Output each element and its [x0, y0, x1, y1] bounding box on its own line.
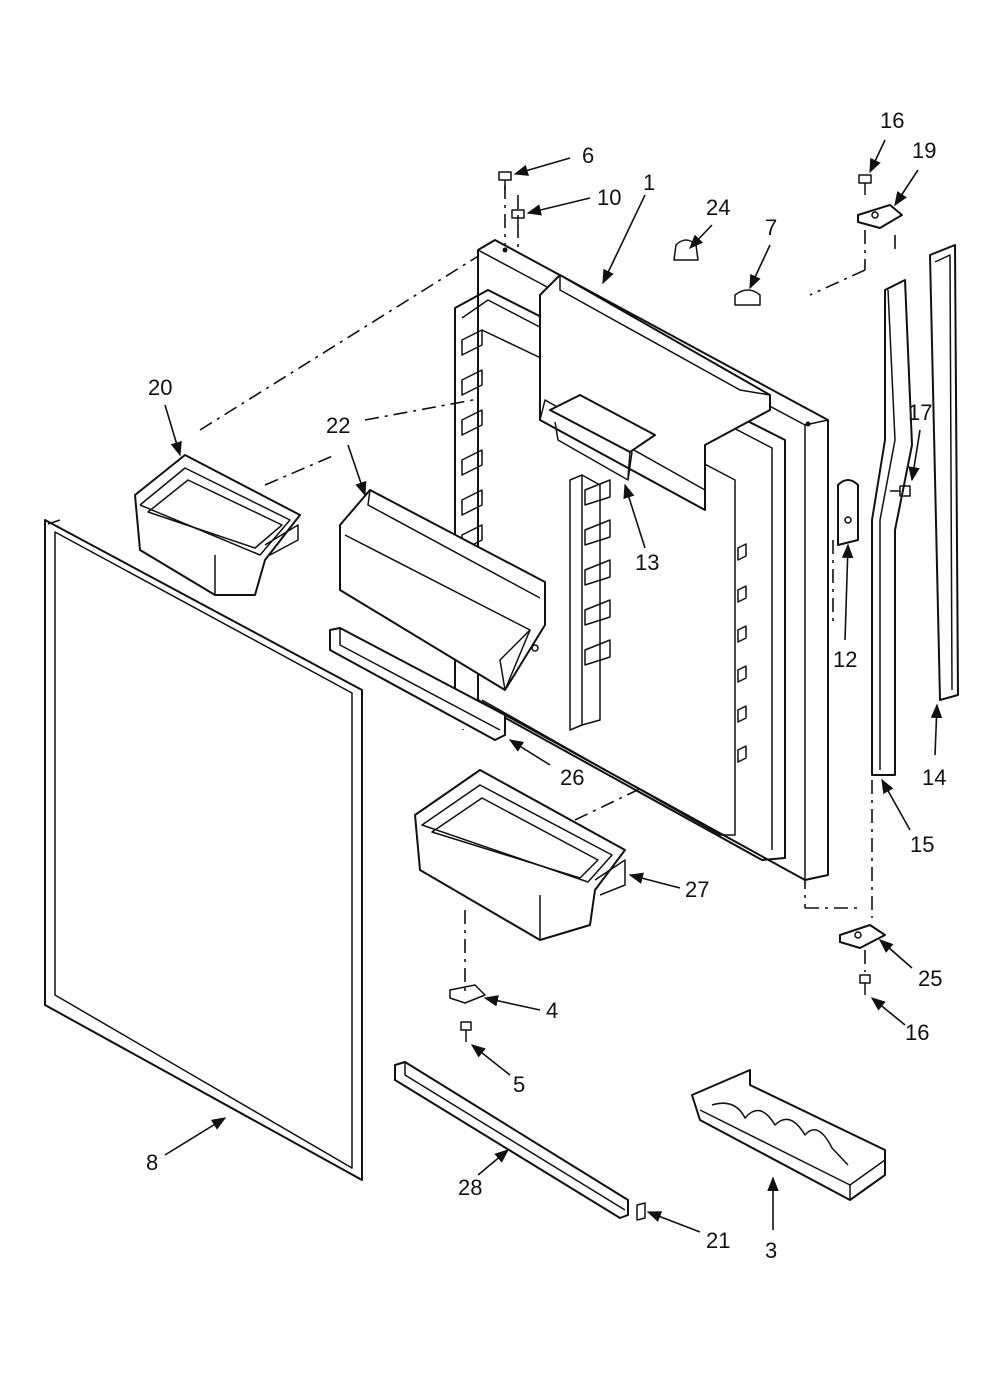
callout-15: 15: [910, 832, 934, 857]
leader-lines: [164, 139, 943, 1233]
door-handle-outer: [929, 244, 959, 701]
upper-hinge: [857, 204, 903, 229]
callout-labels: 6 10 1 24 7 16 19 17 20 22 13 12 14 26 1…: [146, 108, 946, 1263]
callout-20: 20: [148, 375, 172, 400]
handle-cap: [837, 479, 859, 546]
callout-25: 25: [918, 966, 942, 991]
upper-door-bin: [134, 454, 301, 596]
callout-14: 14: [922, 765, 946, 790]
plugs: [673, 239, 761, 306]
callout-27: 27: [685, 877, 709, 902]
lower-door-bin: [414, 769, 626, 941]
callout-21: 21: [706, 1228, 730, 1253]
door-gasket: [44, 519, 363, 1181]
egg-bottle-tray: [691, 1069, 886, 1201]
callout-22: 22: [326, 413, 350, 438]
lower-hinge: [839, 924, 886, 949]
trim-strip-short: [329, 627, 506, 741]
callout-16-bottom: 16: [905, 1020, 929, 1045]
callout-5: 5: [513, 1072, 525, 1097]
callout-8: 8: [146, 1150, 158, 1175]
callout-16-top: 16: [880, 108, 904, 133]
callout-4: 4: [546, 998, 558, 1023]
callout-6: 6: [582, 143, 594, 168]
door-handle-inner: [871, 279, 913, 776]
dairy-compartment-cover: [339, 489, 546, 691]
callout-17: 17: [908, 400, 932, 425]
callout-1: 1: [643, 170, 655, 195]
callout-26: 26: [560, 765, 584, 790]
callout-24: 24: [706, 195, 730, 220]
callout-12: 12: [833, 647, 857, 672]
callout-3: 3: [765, 1238, 777, 1263]
callout-13: 13: [635, 550, 659, 575]
callout-7: 7: [765, 215, 777, 240]
callout-10: 10: [597, 185, 621, 210]
callout-19: 19: [912, 138, 936, 163]
screws: [449, 171, 911, 1042]
callout-28: 28: [458, 1175, 482, 1200]
trim-strip-long: [394, 1061, 629, 1219]
end-cap: [636, 1202, 646, 1221]
